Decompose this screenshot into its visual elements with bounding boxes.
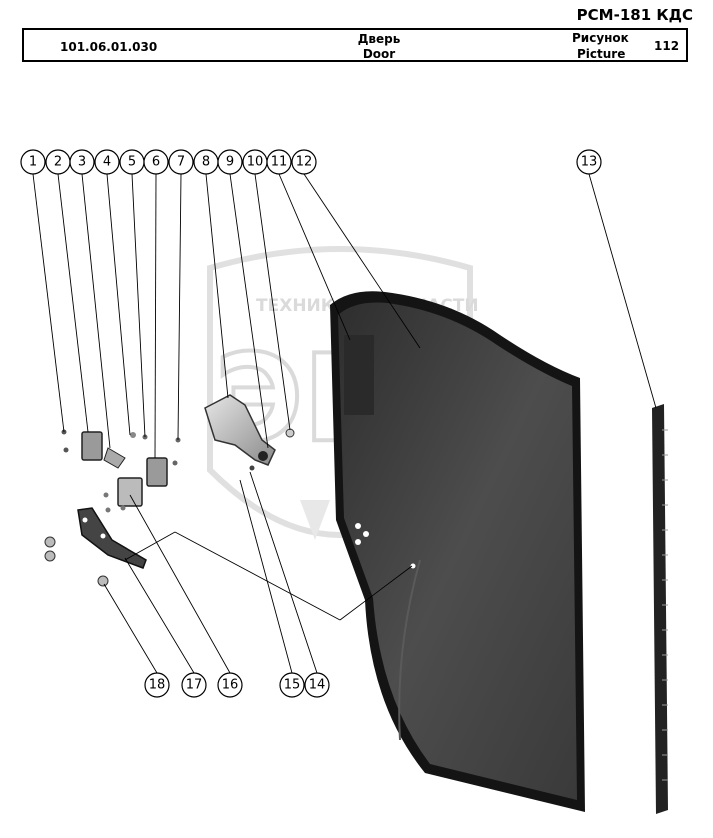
svg-text:7: 7 <box>177 155 185 170</box>
callout-15: 15 <box>279 672 305 698</box>
callout-6: 6 <box>143 149 169 175</box>
svg-text:17: 17 <box>186 678 203 693</box>
callout-16: 16 <box>217 672 243 698</box>
svg-text:16: 16 <box>222 678 239 693</box>
door-seal-part-13 <box>652 404 668 814</box>
svg-text:18: 18 <box>149 678 166 693</box>
svg-text:6: 6 <box>152 155 160 170</box>
callout-2: 2 <box>45 149 71 175</box>
callout-10: 10 <box>242 149 268 175</box>
handle-bracket-part-8 <box>204 394 276 466</box>
svg-text:5: 5 <box>128 155 136 170</box>
picture-label-russian: Рисунок <box>572 31 629 45</box>
title-block: 101.06.01.030 Дверь Door Рисунок Picture… <box>22 28 688 62</box>
leader-lines <box>32 173 657 674</box>
callout-11: 11 <box>266 149 292 175</box>
callout-5: 5 <box>119 149 145 175</box>
callout-4: 4 <box>94 149 120 175</box>
callout-8: 8 <box>193 149 219 175</box>
callout-3: 3 <box>69 149 95 175</box>
seal-strip-part-11 <box>344 335 374 415</box>
callout-12: 12 <box>291 149 317 175</box>
title-russian: Дверь <box>357 32 401 46</box>
title-english: Door <box>362 47 396 61</box>
door-glass-part-12 <box>330 291 585 812</box>
picture-label-english: Picture <box>577 47 626 61</box>
svg-text:12: 12 <box>296 155 313 170</box>
callout-7: 7 <box>168 149 194 175</box>
svg-text:14: 14 <box>309 678 326 693</box>
callout-9: 9 <box>217 149 243 175</box>
callout-17: 17 <box>181 672 207 698</box>
svg-text:1: 1 <box>29 155 37 170</box>
callout-1: 1 <box>20 149 46 175</box>
svg-text:9: 9 <box>226 155 234 170</box>
svg-text:13: 13 <box>581 155 598 170</box>
callout-18: 18 <box>144 672 170 698</box>
callouts: 1 2 3 4 5 6 7 8 9 10 11 12 13 14 15 16 1… <box>20 149 602 698</box>
svg-text:10: 10 <box>247 155 264 170</box>
svg-text:15: 15 <box>284 678 301 693</box>
svg-text:8: 8 <box>202 155 210 170</box>
svg-text:4: 4 <box>103 155 111 170</box>
picture-number: 112 <box>654 39 680 53</box>
mounting-plate-part-17 <box>77 507 147 569</box>
model-name: РСМ-181 КДС <box>576 6 693 24</box>
svg-text:3: 3 <box>78 155 86 170</box>
svg-text:2: 2 <box>54 155 62 170</box>
part-number: 101.06.01.030 <box>60 40 158 54</box>
callout-14: 14 <box>304 672 330 698</box>
callout-13: 13 <box>576 149 602 175</box>
svg-text:11: 11 <box>271 155 288 170</box>
cap-nuts-part-18 <box>44 536 109 587</box>
